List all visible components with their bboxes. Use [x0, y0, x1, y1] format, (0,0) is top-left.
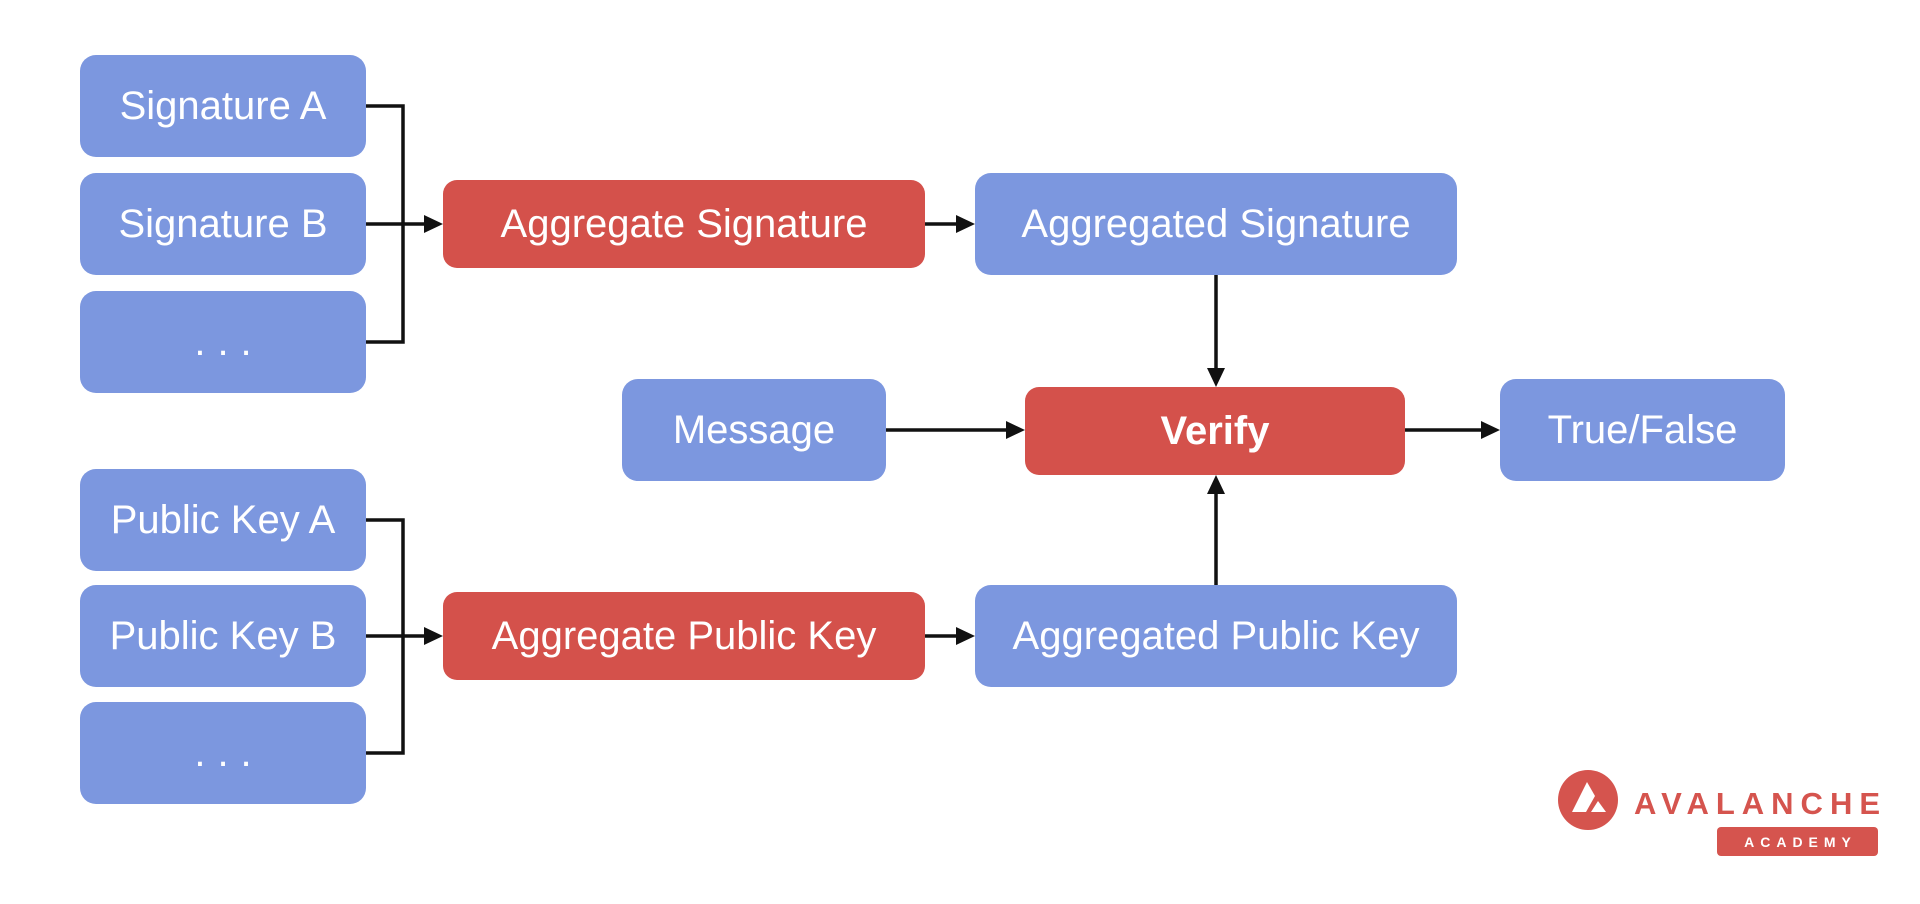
arrowhead-into-aggregated-signature — [956, 215, 975, 233]
arrowhead-into-aggregate-public-key — [424, 627, 443, 645]
node-public-key-a: Public Key A — [80, 469, 366, 571]
arrowhead-into-aggregate-signature — [424, 215, 443, 233]
node-aggregated-public-key: Aggregated Public Key — [975, 585, 1457, 687]
arrowhead-into-truefalse — [1481, 421, 1500, 439]
bracket-signatures — [366, 104, 405, 344]
arrowhead-into-verify-bottom — [1207, 475, 1225, 494]
node-signature-b: Signature B — [80, 173, 366, 275]
brand-badge: ACADEMY — [1717, 827, 1878, 856]
node-aggregate-signature: Aggregate Signature — [443, 180, 925, 268]
bracket-public-keys — [366, 518, 405, 755]
node-message: Message — [622, 379, 886, 481]
node-true-false: True/False — [1500, 379, 1785, 481]
node-public-key-b: Public Key B — [80, 585, 366, 687]
node-aggregate-public-key: Aggregate Public Key — [443, 592, 925, 680]
node-aggregated-signature: Aggregated Signature — [975, 173, 1457, 275]
arrowhead-into-aggregated-public-key — [956, 627, 975, 645]
avalanche-logo-icon — [1558, 770, 1618, 830]
node-public-key-ellipsis: ... — [80, 702, 366, 804]
brand-name: AVALANCHE — [1634, 786, 1888, 821]
arrowhead-into-verify-top — [1207, 368, 1225, 387]
node-verify: Verify — [1025, 387, 1405, 475]
node-signature-ellipsis: ... — [80, 291, 366, 393]
node-signature-a: Signature A — [80, 55, 366, 157]
arrowhead-into-verify-left — [1006, 421, 1025, 439]
